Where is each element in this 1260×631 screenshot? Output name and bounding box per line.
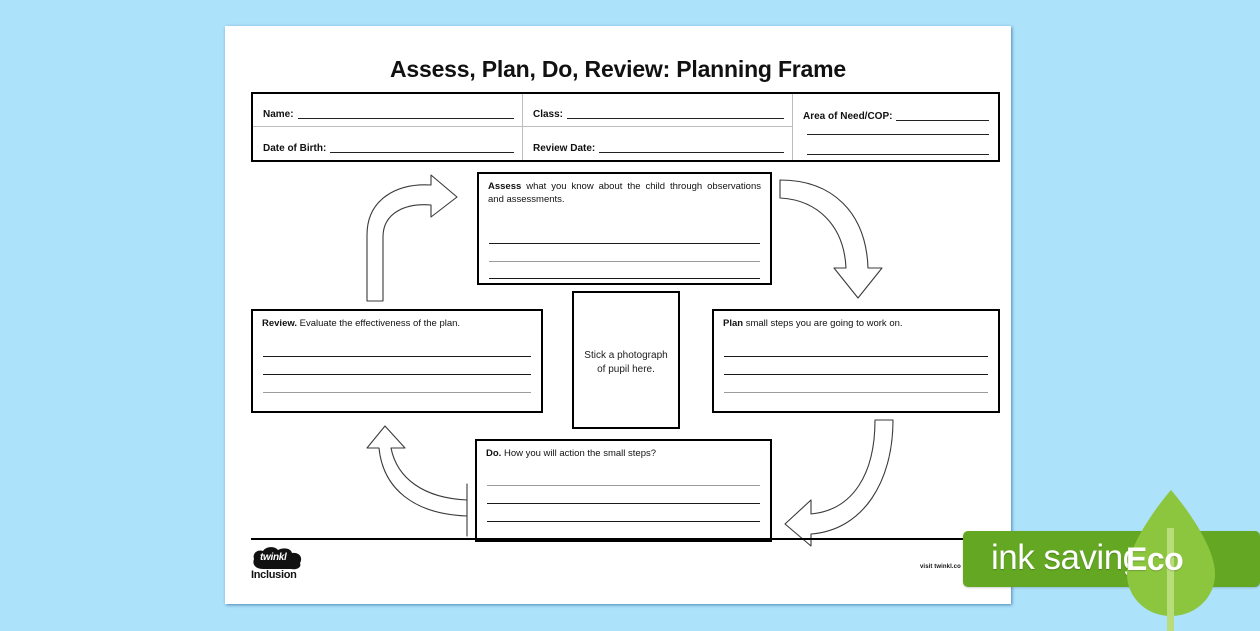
ink-saving-eco-badge: ink saving Eco [963,490,1260,631]
details-column-area-of-need: Area of Need/COP: [793,94,998,160]
do-write-line-2[interactable] [487,503,760,504]
dob-label: Date of Birth: [263,143,327,154]
area-of-need-row-3[interactable] [803,154,989,156]
pupil-details-table: Name: Date of Birth: Class: Re [251,92,1000,162]
assess-text: Assess what you know about the child thr… [488,181,761,206]
area-of-need-row-1[interactable]: Area of Need/COP: [803,111,989,122]
do-lead: Do. [486,448,502,459]
visit-url-text: visit twinkl.co [920,564,961,570]
photo-placeholder-box[interactable]: Stick a photograph of pupil here. [572,291,680,429]
review-write-line-3[interactable] [263,392,531,393]
class-input-rule[interactable] [567,118,784,119]
review-date-input-rule[interactable] [599,152,784,153]
assess-box[interactable]: Assess what you know about the child thr… [477,172,772,285]
plan-write-line-3[interactable] [724,392,988,393]
footer-divider [251,538,1000,540]
review-lead: Review. [262,318,298,329]
curved-arrow-up-right-icon [366,174,458,302]
area-of-need-input-rule-1[interactable] [896,120,989,121]
plan-write-line-2[interactable] [724,374,988,375]
do-write-line-1[interactable] [487,485,760,486]
plan-write-line-1[interactable] [724,356,988,357]
do-write-line-3[interactable] [487,521,760,522]
do-body: How you will action the small steps? [501,448,657,459]
review-box[interactable]: Review. Evaluate the effectiveness of th… [251,309,543,413]
plan-box[interactable]: Plan small steps you are going to work o… [712,309,1000,413]
area-of-need-label: Area of Need/COP: [803,111,893,122]
dob-input-rule[interactable] [330,152,514,153]
review-body: Evaluate the effectiveness of the plan. [297,318,461,329]
plan-text: Plan small steps you are going to work o… [723,318,989,331]
twinkl-cloud-icon: twinkl [251,547,303,571]
do-text: Do. How you will action the small steps? [486,448,761,461]
photo-line-1: Stick a photograph [584,350,668,361]
area-of-need-input-rule-3[interactable] [807,154,989,155]
curved-arrow-down-right-icon [779,179,883,299]
review-write-line-1[interactable] [263,356,531,357]
review-write-line-2[interactable] [263,374,531,375]
worksheet-page: Assess, Plan, Do, Review: Planning Frame… [225,26,1011,604]
ink-saving-label: ink saving [991,538,1142,577]
name-label: Name: [263,109,294,120]
twinkl-inclusion-logo: twinkl Inclusion [251,547,319,587]
page-title: Assess, Plan, Do, Review: Planning Frame [390,56,846,82]
assess-body: what you know about the child through ob… [488,181,761,205]
cloud-shape-icon [253,547,302,570]
assess-write-line-3[interactable] [489,278,760,279]
plan-body: small steps you are going to work on. [743,318,903,329]
do-box[interactable]: Do. How you will action the small steps? [475,439,772,542]
details-column-left: Name: Date of Birth: [253,94,523,160]
details-column-middle: Class: Review Date: [523,94,793,160]
details-cell-dob[interactable]: Date of Birth: [253,127,522,160]
name-input-rule[interactable] [297,118,514,119]
details-cell-name[interactable]: Name: [253,94,522,127]
inclusion-wordmark: Inclusion [251,569,297,581]
plan-lead: Plan [723,318,744,329]
eco-label: Eco [1126,541,1184,577]
details-cell-review-date[interactable]: Review Date: [523,127,792,160]
photo-placeholder-text: Stick a photograph of pupil here. [574,349,678,377]
review-text: Review. Evaluate the effectiveness of th… [262,318,532,331]
curved-arrow-up-left-icon [366,425,468,537]
class-label: Class: [533,109,564,120]
curved-arrow-down-left-icon [784,419,894,547]
twinkl-wordmark: twinkl [260,552,287,563]
assess-write-line-1[interactable] [489,243,760,244]
leaf-icon [1127,490,1215,631]
assess-write-line-2[interactable] [489,261,760,262]
details-cell-class[interactable]: Class: [523,94,792,127]
area-of-need-input-rule-2[interactable] [807,134,989,135]
photo-line-2: of pupil here. [597,364,655,375]
area-of-need-row-2[interactable] [803,134,989,136]
review-date-label: Review Date: [533,143,596,154]
assess-lead: Assess [488,181,522,192]
